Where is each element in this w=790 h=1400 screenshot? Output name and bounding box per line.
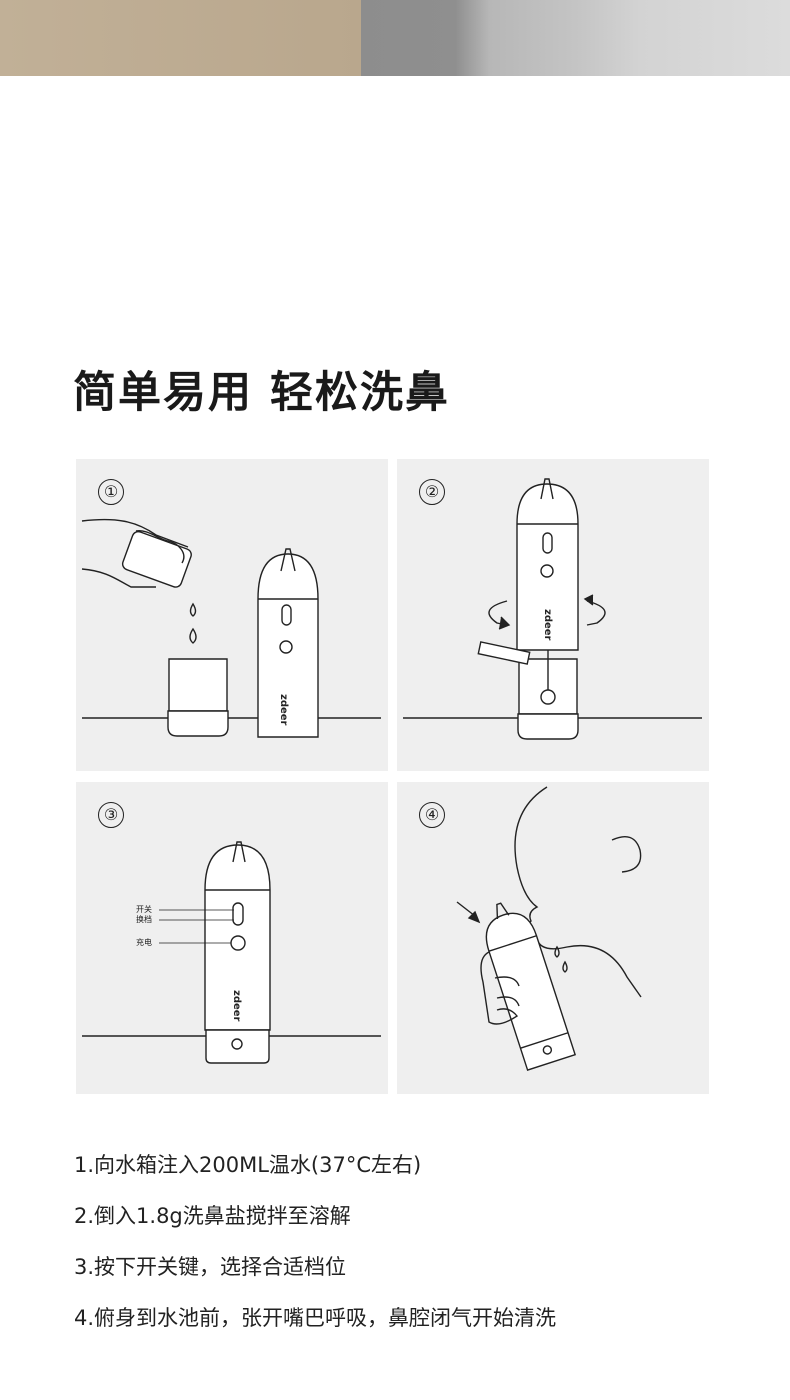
rotate-arrow-left-icon [488, 600, 508, 626]
step-4-illustration: ④ [397, 782, 709, 1094]
charge-label: 充电 [136, 938, 152, 947]
device-buttons-illustration: zdeer [82, 841, 381, 1064]
nasal-rinse-illustration [456, 786, 642, 1071]
mode-label: 换档 [136, 915, 152, 924]
power-label: 开关 [136, 905, 152, 914]
step-2-illustration: zdeer ② [397, 459, 709, 771]
instruction-step-1: 1.向水箱注入200ML温水(37°C左右) [74, 1153, 422, 1177]
rotate-arrow-right-icon [586, 600, 606, 626]
pour-water-illustration: zdeer [81, 518, 381, 738]
brand-logo: zdeer [278, 694, 289, 726]
pointer-arrow-icon [456, 901, 476, 917]
brand-logo: zdeer [231, 990, 242, 1022]
mix-salt-illustration: zdeer [403, 478, 702, 740]
step-1-illustration: zdeer ① [76, 459, 388, 771]
step-3-illustration: zdeer 开关 换档 充电 ③ [76, 782, 388, 1094]
step-number: ① [98, 479, 124, 505]
instruction-step-3: 3.按下开关键，选择合适档位 [74, 1255, 347, 1279]
instruction-list: 1.向水箱注入200ML温水(37°C左右) 2.倒入1.8g洗鼻盐搅拌至溶解 … [74, 1150, 556, 1354]
banner-left [0, 0, 361, 76]
instruction-step-4: 4.俯身到水池前，张开嘴巴呼吸，鼻腔闭气开始清洗 [74, 1306, 557, 1330]
banner-right [361, 0, 790, 76]
instruction-step-2: 2.倒入1.8g洗鼻盐搅拌至溶解 [74, 1204, 351, 1228]
step-number: ③ [98, 802, 124, 828]
step-number: ② [419, 479, 445, 505]
step-number: ④ [419, 802, 445, 828]
brand-logo: zdeer [542, 609, 553, 641]
page-title: 简单易用 轻松洗鼻 [73, 368, 450, 418]
